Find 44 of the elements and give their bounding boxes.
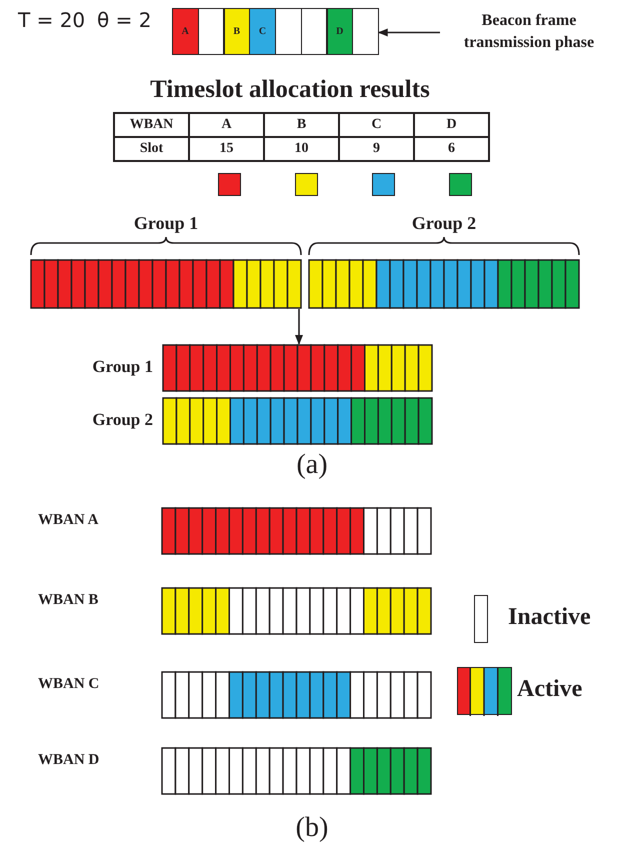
timeslot-slot: C xyxy=(249,8,276,55)
table-cell: A xyxy=(189,113,264,137)
table-cell: 15 xyxy=(189,137,264,161)
legend-label: Inactive xyxy=(508,604,591,631)
timeslot-slot xyxy=(352,8,379,55)
parameter-label: T = 20 xyxy=(18,8,86,32)
timeslot-slot: D xyxy=(326,8,353,55)
timeslot-bar xyxy=(161,671,432,719)
group-label: Group 1 xyxy=(132,213,200,234)
table-cell: 10 xyxy=(264,137,339,161)
table-cell: WBAN xyxy=(114,113,189,137)
timeslot-slot xyxy=(300,8,328,55)
figure-caption: (b) xyxy=(294,812,330,844)
table-cell: Slot xyxy=(114,137,189,161)
timeslot-slot xyxy=(275,8,302,55)
row-label: WBAN D xyxy=(38,752,100,769)
timeslot-slot: B xyxy=(224,8,250,55)
figure-caption: (a) xyxy=(295,449,329,481)
timeslot-bar xyxy=(161,507,432,555)
arrow xyxy=(378,28,440,36)
timeslot-bar xyxy=(161,747,432,795)
row-label: WBAN C xyxy=(38,676,100,693)
timeslot-bar xyxy=(162,344,433,392)
table-cell: 6 xyxy=(414,137,489,161)
group-label: Group 2 xyxy=(410,213,478,234)
table-cell: 9 xyxy=(339,137,414,161)
parameter-label: θ = 2 xyxy=(97,8,152,32)
timeslot-slot: A xyxy=(172,8,198,55)
row-label: WBAN A xyxy=(38,512,98,529)
table-cell: C xyxy=(339,113,414,137)
table-cell: D xyxy=(414,113,489,137)
timeslot-bar xyxy=(162,397,433,445)
timeslot-bar xyxy=(161,587,432,635)
group-label: Group 2 xyxy=(91,410,153,430)
legend-label: Active xyxy=(517,676,582,703)
chart-title: Timeslot allocation results xyxy=(149,76,431,104)
timeslot-bar xyxy=(30,259,302,309)
timeslot-bar xyxy=(308,259,580,309)
arrow xyxy=(295,309,303,345)
table-cell: B xyxy=(264,113,339,137)
group-label: Group 1 xyxy=(91,357,153,377)
phase-label: Beacon frame transmission phase xyxy=(440,10,618,58)
row-label: WBAN B xyxy=(38,592,98,609)
timeslot-slot xyxy=(198,8,224,55)
